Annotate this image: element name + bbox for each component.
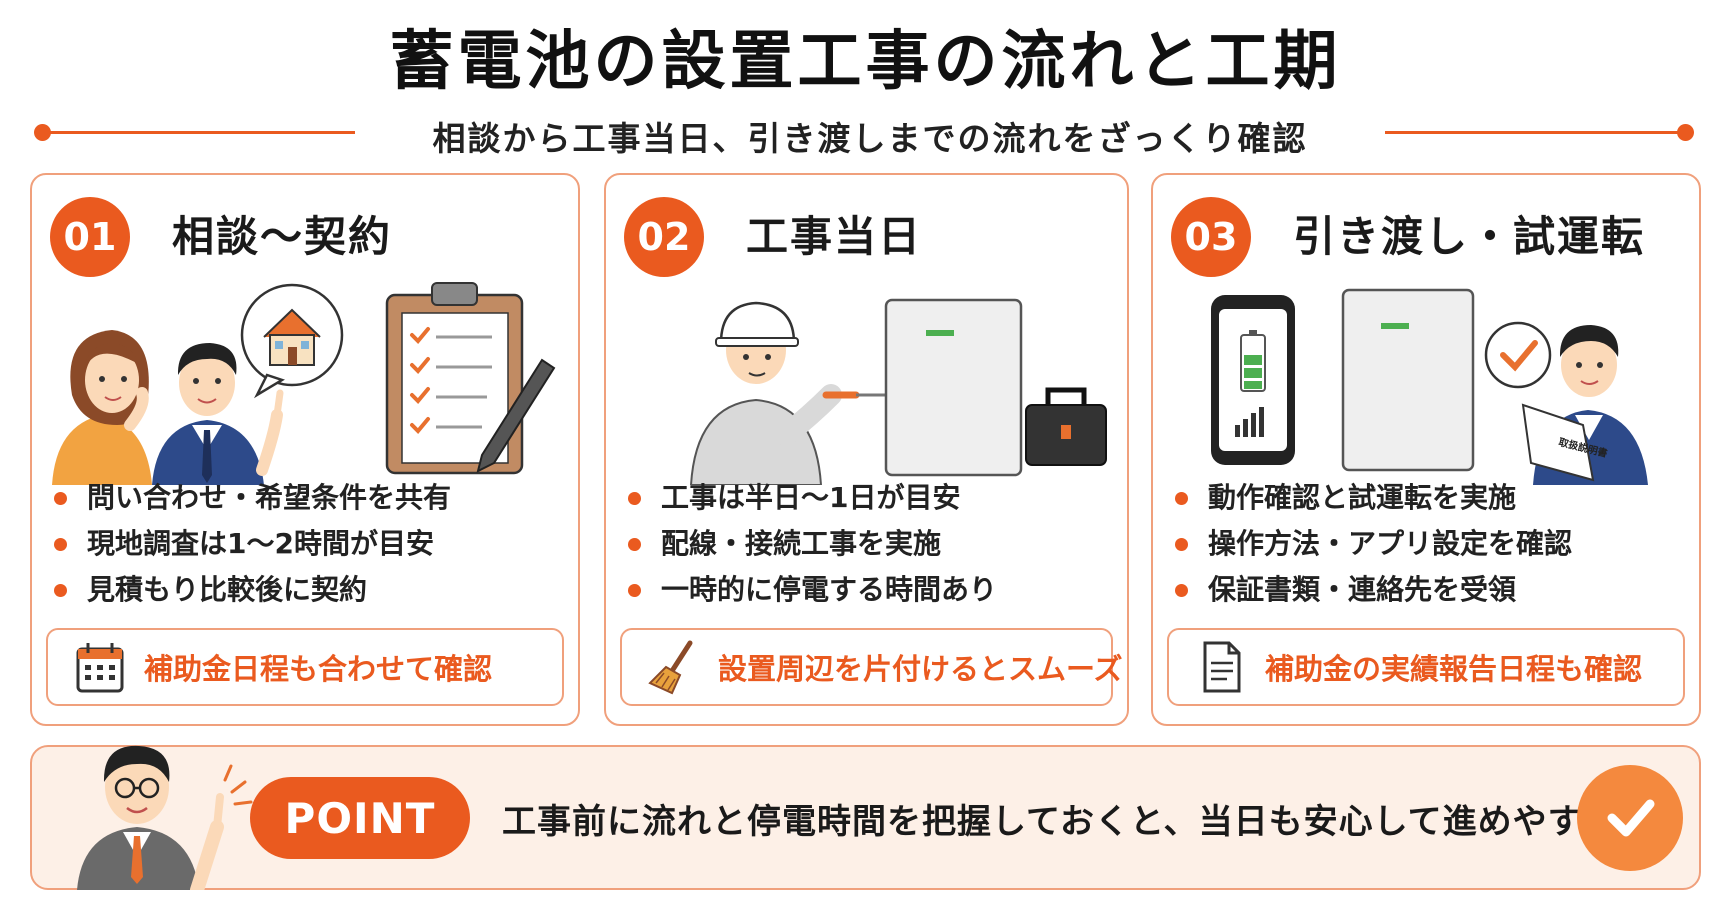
checkmark-icon xyxy=(1607,799,1655,837)
step-title: 相談〜契約 xyxy=(172,212,393,261)
subtitle-dot-left xyxy=(34,124,51,141)
battery-unit xyxy=(1341,288,1475,472)
consultation-illustration xyxy=(52,282,556,485)
document-icon xyxy=(1203,641,1241,693)
step-bullet-list: 工事は半日〜1日が目安 配線・接続工事を実施 一時的に停電する時間あり xyxy=(628,475,997,613)
point-badge: POINT xyxy=(250,777,470,859)
list-item: 一時的に停電する時間あり xyxy=(628,567,997,613)
check-circle-icon xyxy=(1577,765,1683,871)
page-title: 蓄電池の設置工事の流れと工期 xyxy=(389,25,1342,99)
point-box: POINT 工事前に流れと停電時間を把握しておくと、当日も安心して進めやすい xyxy=(30,745,1701,890)
handover-illustration: 取扱説明書 xyxy=(1211,288,1648,485)
toolbox xyxy=(1025,387,1107,466)
step-tip-box: 設置周辺を片付けるとスムーズ xyxy=(620,628,1123,706)
list-item: 見積もり比較後に契約 xyxy=(54,567,451,613)
advisor-illustration xyxy=(77,745,253,890)
step-tip-box: 補助金日程も合わせて確認 xyxy=(46,628,564,706)
house-speech-bubble xyxy=(240,283,344,399)
step-card-construction-day: 02 工事当日 工事は半日〜1日が目安 配線・接続工事を実施 一時的に停電する時… xyxy=(604,173,1129,726)
tip-text: 補助金日程も合わせて確認 xyxy=(144,652,493,686)
step-title: 引き渡し・試運転 xyxy=(1293,212,1646,261)
tip-text: 設置周辺を片付けるとスムーズ xyxy=(718,652,1123,686)
calendar-icon xyxy=(76,643,124,693)
step-bullet-list: 問い合わせ・希望条件を共有 現地調査は1〜2時間が目安 見積もり比較後に契約 xyxy=(54,475,451,613)
list-item: 工事は半日〜1日が目安 xyxy=(628,475,997,521)
list-item: 動作確認と試運転を実施 xyxy=(1175,475,1572,521)
subtitle-line-right xyxy=(1385,131,1680,134)
step-card-handover: 03 引き渡し・試運転 xyxy=(1151,173,1701,726)
woman-figure xyxy=(52,330,152,485)
broom-icon xyxy=(648,640,693,695)
smartphone-app xyxy=(1211,295,1295,465)
step-bullet-list: 動作確認と試運転を実施 操作方法・アプリ設定を確認 保証書類・連絡先を受領 xyxy=(1175,475,1572,613)
page-subtitle: 相談から工事当日、引き渡しまでの流れをざっくり確認 xyxy=(432,119,1308,158)
list-item: 問い合わせ・希望条件を共有 xyxy=(54,475,451,521)
tip-text: 補助金の実績報告日程も確認 xyxy=(1265,652,1643,686)
list-item: 操作方法・アプリ設定を確認 xyxy=(1175,521,1572,567)
point-text: 工事前に流れと停電時間を把握しておくと、当日も安心して進めやすい xyxy=(502,802,1618,842)
list-item: 配線・接続工事を実施 xyxy=(628,521,997,567)
construction-illustration xyxy=(689,298,1107,485)
list-item: 保証書類・連絡先を受領 xyxy=(1175,567,1572,613)
salesman-figure xyxy=(152,343,284,485)
staff-figure: 取扱説明書 xyxy=(1484,321,1648,485)
worker-figure xyxy=(689,301,886,485)
subtitle-line-left xyxy=(45,131,355,134)
step-title: 工事当日 xyxy=(746,212,923,261)
battery-unit xyxy=(884,298,1023,477)
step-card-consultation: 01 相談〜契約 xyxy=(30,173,580,726)
subtitle-dot-right xyxy=(1677,124,1694,141)
subtitle-row: 相談から工事当日、引き渡しまでの流れをざっくり確認 xyxy=(0,112,1731,158)
step-number-badge: 01 xyxy=(50,197,130,277)
list-item: 現地調査は1〜2時間が目安 xyxy=(54,521,451,567)
step-number-badge: 03 xyxy=(1171,197,1251,277)
step-tip-box: 補助金の実績報告日程も確認 xyxy=(1167,628,1685,706)
clipboard-checklist xyxy=(385,282,556,475)
step-number-badge: 02 xyxy=(624,197,704,277)
